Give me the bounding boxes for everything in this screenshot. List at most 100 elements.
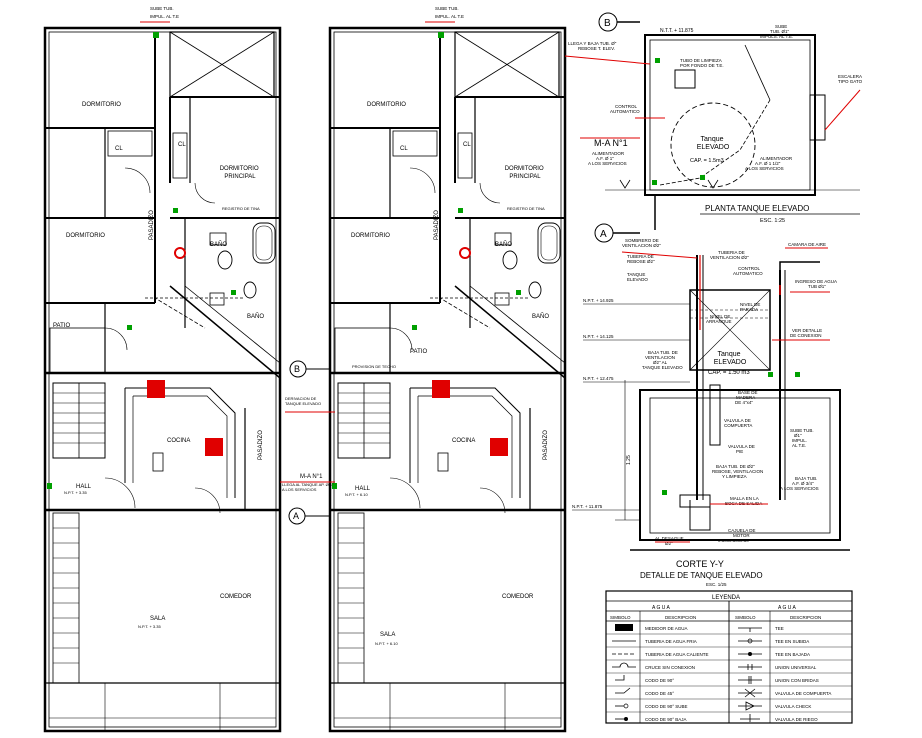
tr-line-1: TUBERIA DE xyxy=(627,254,654,259)
bt3-line-3: A LOS SERVICIOS xyxy=(780,486,819,491)
room-patio: PATIO xyxy=(53,323,70,329)
tv-line-2: VENTILACION Ø2" xyxy=(710,255,749,260)
planta-tanque-elevado: B N.T.T. + 11.875 LLEGA Y BAJA TUB. Ø" R… xyxy=(564,12,863,230)
bt2-line-2: REBOSE, VENTILACION xyxy=(712,469,763,474)
registro-note: REGISTRO DE TINA xyxy=(507,206,545,211)
ver-detalle-note: VER DETALLE DE CONEXION xyxy=(790,328,823,338)
header-simbolo-1: SIMBOLO xyxy=(610,615,631,620)
al-desague-note: AL DESAGUE Ø2" xyxy=(655,536,685,546)
tank-circle xyxy=(670,102,756,188)
ml-line-1: MALLA EN LA xyxy=(730,496,759,501)
room-dormitorio-principal: DORMITORIO PRINCIPAL xyxy=(505,166,546,180)
nivel-arranque-note: NIVEL DE ARRANQUE xyxy=(706,314,732,324)
sube-line-1: SUBE xyxy=(775,24,787,29)
tank-cap: CAP. = 1.5m3 xyxy=(690,158,724,164)
llega-note: LLEGA Y BAJA TUB. Ø" REBOSE T. ELEV. xyxy=(568,41,618,51)
te-line-2: ELEVADO xyxy=(627,277,648,282)
room-hall: HALL xyxy=(355,486,371,492)
top-note-2: IMPUL. AL T.E xyxy=(150,14,179,19)
bm-line-1: BASE DE xyxy=(738,390,758,395)
room-dormitorio-2: DORMITORIO xyxy=(351,233,390,239)
corte-title: CORTE Y-Y xyxy=(676,559,724,569)
tc-line-2: ELEVADO xyxy=(714,359,747,366)
registro-note: REGISTRO DE TINA xyxy=(222,206,260,211)
sube-line-2: TUB. Ø1" xyxy=(770,29,790,34)
header-desc-2: DESCRIPCION xyxy=(790,615,821,620)
tanque-corte: Tanque ELEVADO xyxy=(714,351,747,366)
room-patio: PATIO xyxy=(410,349,427,355)
bt3-line-2: A.F. Ø 3/4" xyxy=(792,481,814,486)
leyenda-desc-right: UNION UNIVERSAL xyxy=(775,665,817,670)
tc-line-1: Tanque xyxy=(718,351,741,358)
room-dormitorio-2: DORMITORIO xyxy=(66,233,105,239)
leyenda-desc-left: TUBERIA DE AGUA FRIA xyxy=(645,639,697,644)
st-line-2: Ø1" xyxy=(794,433,802,438)
vc-line-1: VALVULA DE xyxy=(724,418,751,423)
cc-line-1: CONTROL xyxy=(738,266,760,271)
nivel-parada-note: NIVEL DE PARADA xyxy=(740,302,762,312)
baja-tub-note: BAJA TUB. DE VENTILACION Ø2" AL TANQUE E… xyxy=(642,350,683,370)
section-markers: B A DERIVACION DE TANQUE ELEVADO M-A N°1… xyxy=(280,360,335,525)
header-desc-1: DESCRIPCION xyxy=(665,615,696,620)
ad-line-2: Ø2" xyxy=(665,541,673,546)
room-pasadizo: PASADIZO xyxy=(149,210,155,240)
room-cocina: COCINA xyxy=(167,438,190,444)
np-line-1: NIVEL DE xyxy=(740,302,760,307)
dp-line-2: PRINCIPAL xyxy=(224,174,256,180)
leyenda-desc-left: CODO DE 90° SUBE xyxy=(645,704,688,709)
leyenda-desc-left: MEDIDOR DE AGUA xyxy=(645,626,688,631)
room-bano-2: BAÑO xyxy=(247,313,264,320)
ma-line-1: LLEGA AL TANQUE AP. Ø 1" xyxy=(282,482,334,487)
escalera-note: ESCALERA TIPO GATO xyxy=(838,74,863,84)
leyenda-desc-left: CODO DE 90° BAJA xyxy=(645,717,687,722)
room-dormitorio-1: DORMITORIO xyxy=(82,102,121,108)
camara-note: CAMARA DE AIRE xyxy=(788,242,826,247)
room-dormitorio-principal: DORMITORIO PRINCIPAL xyxy=(220,166,261,180)
leyenda-desc-right: VALVULA DE RIEGO xyxy=(775,717,818,722)
npt-4: N.P.T. + 11.875 xyxy=(572,504,603,509)
ma-note: LLEGA AL TANQUE AP. Ø 1" A LOS SERVICIOS xyxy=(282,482,335,492)
leyenda-title: LEYENDA xyxy=(712,595,740,601)
planta-scale: ESC. 1:25 xyxy=(760,218,785,224)
al2-line-1: ALIMENTADOR xyxy=(760,156,793,161)
room-bano-1: BAÑO xyxy=(495,241,512,248)
marker-b-tank: B xyxy=(604,18,611,29)
al2-line-2: A.F. Ø 1 1/2" xyxy=(755,161,781,166)
leyenda-desc-right: TEE EN SUBIDA xyxy=(775,639,809,644)
tn-line-2: ELEVADO xyxy=(697,144,730,151)
bm-line-3: DE 4"x4" xyxy=(735,400,753,405)
room-cocina: COCINA xyxy=(452,438,475,444)
room-pasadizo-2: PASADIZO xyxy=(258,430,264,460)
vd-line-1: VER DETALLE xyxy=(792,328,822,333)
marker-b: B xyxy=(294,364,300,374)
tank-outline xyxy=(644,34,816,196)
st-line-1: SUBE TUB. xyxy=(790,428,814,433)
leyenda-agua-1: A G U A xyxy=(652,605,670,611)
cc-line-2: AUTOMATICO xyxy=(733,271,763,276)
st-line-4: AL T.E. xyxy=(792,443,806,448)
plan-2-labels: SUBE TUB. IMPUL. AL T.E DORMITORIO CL CL… xyxy=(345,6,549,646)
ma-label: M-A N°1 xyxy=(300,474,323,480)
al-line-1: ALIMENTADOR xyxy=(592,151,625,156)
room-cl-1: CL xyxy=(400,146,408,152)
marker-a: A xyxy=(293,511,299,521)
cj-line-3: 0.30x0.30x0.30 xyxy=(718,538,749,543)
tanque-elevado-label: TANQUE ELEVADO xyxy=(627,272,648,282)
vc-line-2: COMPUERTA xyxy=(724,423,752,428)
cap-corte: CAP. = 1.50 m3 xyxy=(708,370,750,376)
provision-note: PROVISION DE TECHO xyxy=(352,364,396,369)
esc-line-2: TIPO GATO xyxy=(838,79,863,84)
room-sala: SALA xyxy=(380,632,395,638)
ma-tank-label: M-A N°1 xyxy=(594,138,628,148)
ing-line-1: INGRESO DE AGUA xyxy=(795,279,837,284)
leyenda-desc-right: TEE xyxy=(775,626,784,631)
room-cl-1: CL xyxy=(115,146,123,152)
np-line-2: PARADA xyxy=(740,307,758,312)
ctl-line-1: CONTROL xyxy=(615,104,637,109)
tv-line-1: TUBERIA DE xyxy=(718,250,745,255)
alimentador-2-note: ALIMENTADOR A.F. Ø 1 1/2" A LOS SERVICIO… xyxy=(745,156,793,171)
baja-tub-3-note: BAJA TUB. A.F. Ø 3/4" A LOS SERVICIOS xyxy=(780,476,819,491)
room-hall: HALL xyxy=(76,484,92,490)
bt3-line-1: BAJA TUB. xyxy=(795,476,817,481)
leyenda-desc-left: CRUCE SIN CONEXION xyxy=(645,665,695,670)
